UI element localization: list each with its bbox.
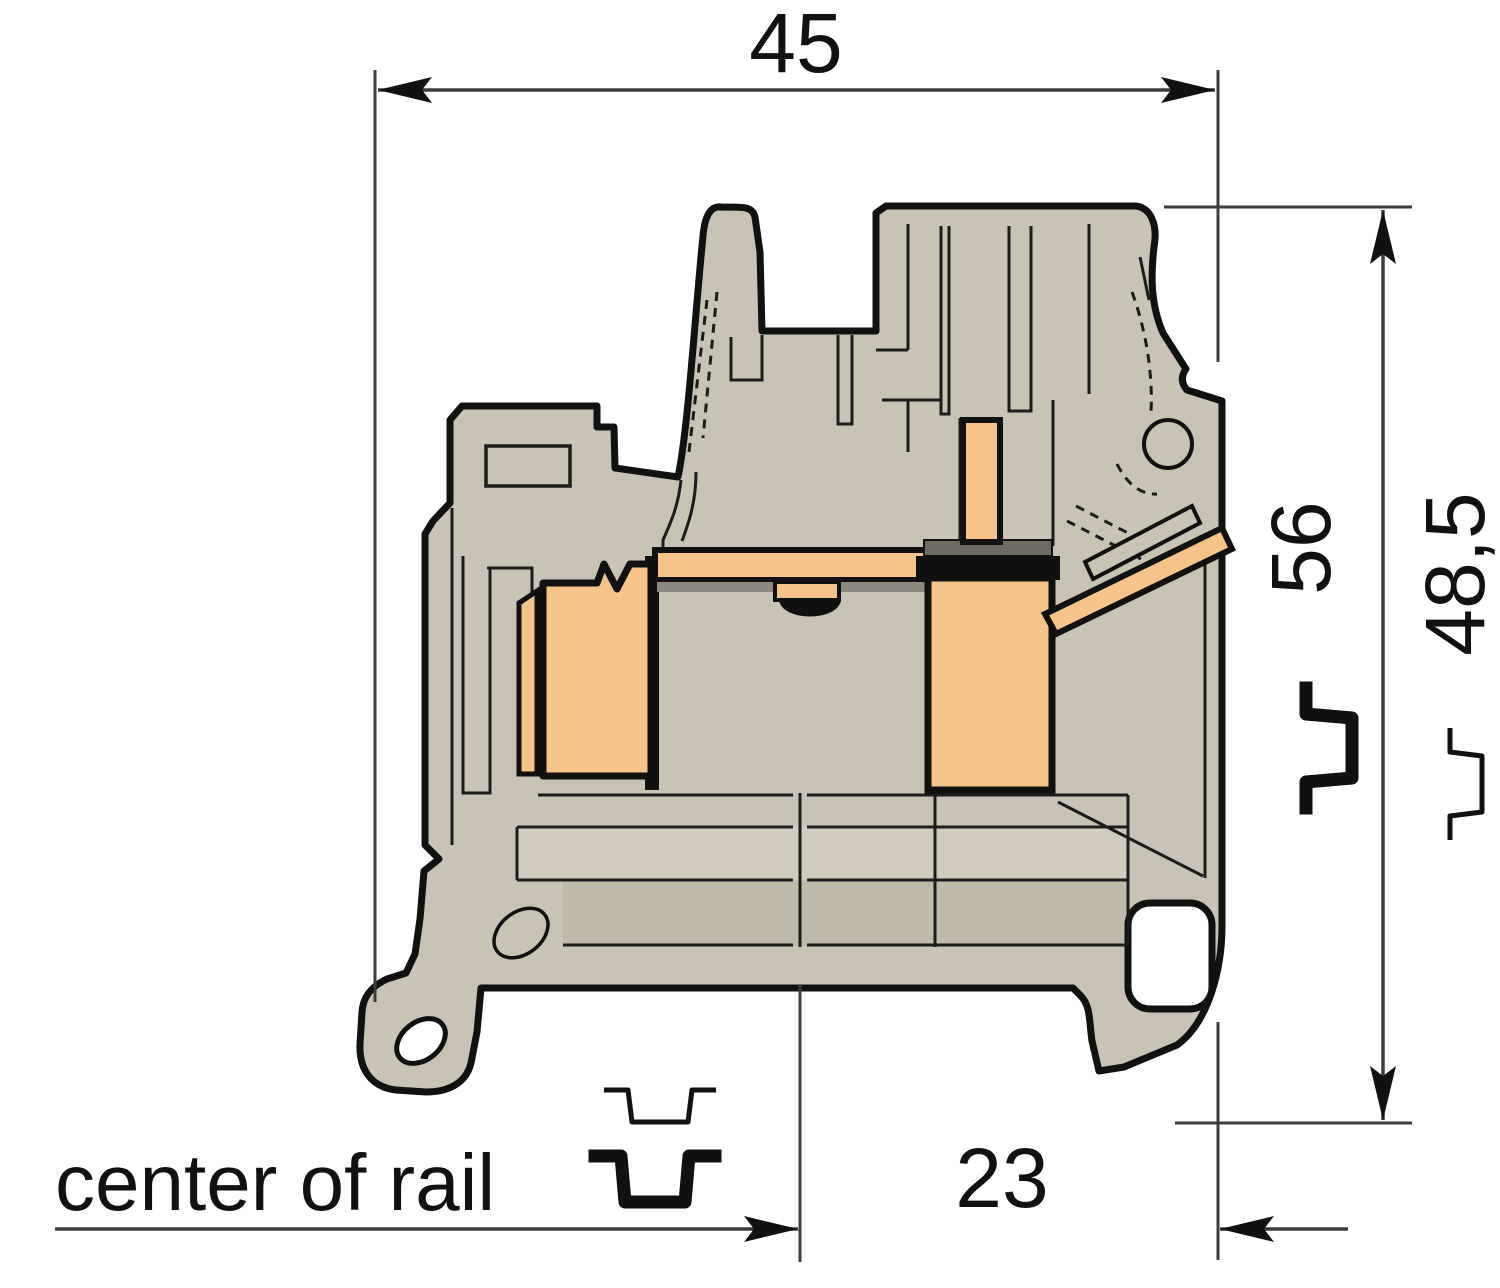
dim-48-5-label: 48,5 — [1408, 492, 1500, 656]
contact-tab — [773, 580, 841, 602]
din-rail-15mm-profile-icon — [1299, 681, 1359, 815]
lower-band-dark — [563, 882, 1128, 945]
arrowhead-left — [378, 77, 432, 103]
clamp-pin — [960, 417, 1003, 545]
contact-hump — [779, 600, 841, 617]
arrowhead-down — [1370, 1066, 1396, 1120]
dimension-height-56-48-5: 56 48,5 — [1164, 205, 1500, 1125]
arrowhead-left — [1220, 1216, 1274, 1242]
release-lever — [1082, 503, 1203, 582]
left-foot-hole — [394, 1016, 448, 1066]
din-hook-hole — [1124, 899, 1216, 1013]
terminal-block-cross-section — [356, 202, 1236, 1096]
body-oval-recess — [492, 906, 550, 960]
arrowhead-right — [744, 1216, 798, 1242]
arrowhead-up — [1370, 210, 1396, 264]
arrowhead-right — [1161, 77, 1215, 103]
dimension-offset-23: 23 — [55, 985, 1348, 1262]
din-rail-7-5mm-profile-icon — [1447, 728, 1485, 840]
copper-sliver — [516, 586, 540, 777]
busbar — [652, 547, 951, 583]
left-copper-block — [539, 560, 655, 780]
copper-parts — [516, 417, 1236, 794]
dimension-width-45: 45 — [373, 0, 1220, 1002]
dim-45-label: 45 — [749, 0, 842, 90]
copper-diagonal-strip — [1040, 523, 1236, 638]
screw-hole — [1142, 418, 1194, 470]
center-of-rail-label: center of rail — [55, 1138, 495, 1227]
dim-56-label: 56 — [1254, 501, 1348, 594]
lower-band-light — [517, 827, 1128, 880]
din-rail-15mm-profile-icon — [588, 1149, 722, 1209]
dim-23-label: 23 — [955, 1131, 1048, 1225]
din-rail-7-5mm-profile-icon — [604, 1087, 716, 1125]
center-of-rail-annotation: center of rail — [55, 1087, 722, 1227]
right-copper-block — [924, 574, 1056, 794]
